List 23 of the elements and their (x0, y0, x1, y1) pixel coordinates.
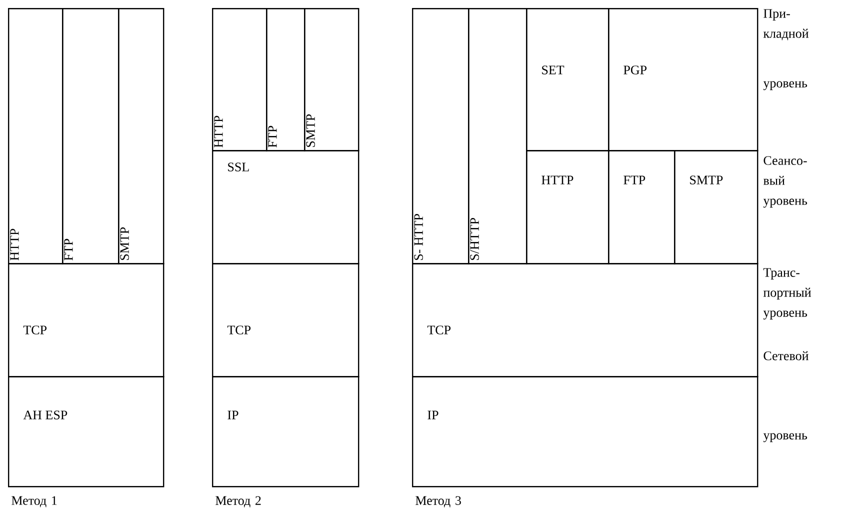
protocol-box: IP (412, 376, 758, 488)
level-label: Транс- портный уровень (763, 268, 812, 320)
protocol-box: HTTP (212, 8, 268, 152)
protocol-box: SMTP (118, 8, 164, 264)
protocol-box: AH ESP (8, 376, 164, 488)
protocol-box: TCP (8, 263, 164, 378)
protocol-box: TCP (412, 263, 758, 378)
protocol-box: PGP (608, 8, 758, 152)
protocol-box: SMTP (304, 8, 360, 152)
protocol-box: IP (212, 376, 360, 488)
level-label: Сетевой (764, 351, 808, 360)
protocol-box: HTTP (8, 8, 64, 264)
protocol-box: S/HTTP (468, 8, 528, 264)
protocol-box: SET (526, 8, 610, 152)
protocol-box: SSL (212, 150, 360, 264)
protocol-box: FTP (266, 8, 306, 152)
level-label: Сеансо- вый уровень (763, 156, 808, 208)
protocol-box: FTP (608, 150, 676, 264)
protocol-box: S- HTTP (412, 8, 470, 264)
protocol-box: FTP (62, 8, 120, 264)
protocol-box: SMTP (674, 150, 758, 264)
protocol-box: TCP (212, 263, 360, 378)
protocol-box: HTTP (526, 150, 610, 264)
